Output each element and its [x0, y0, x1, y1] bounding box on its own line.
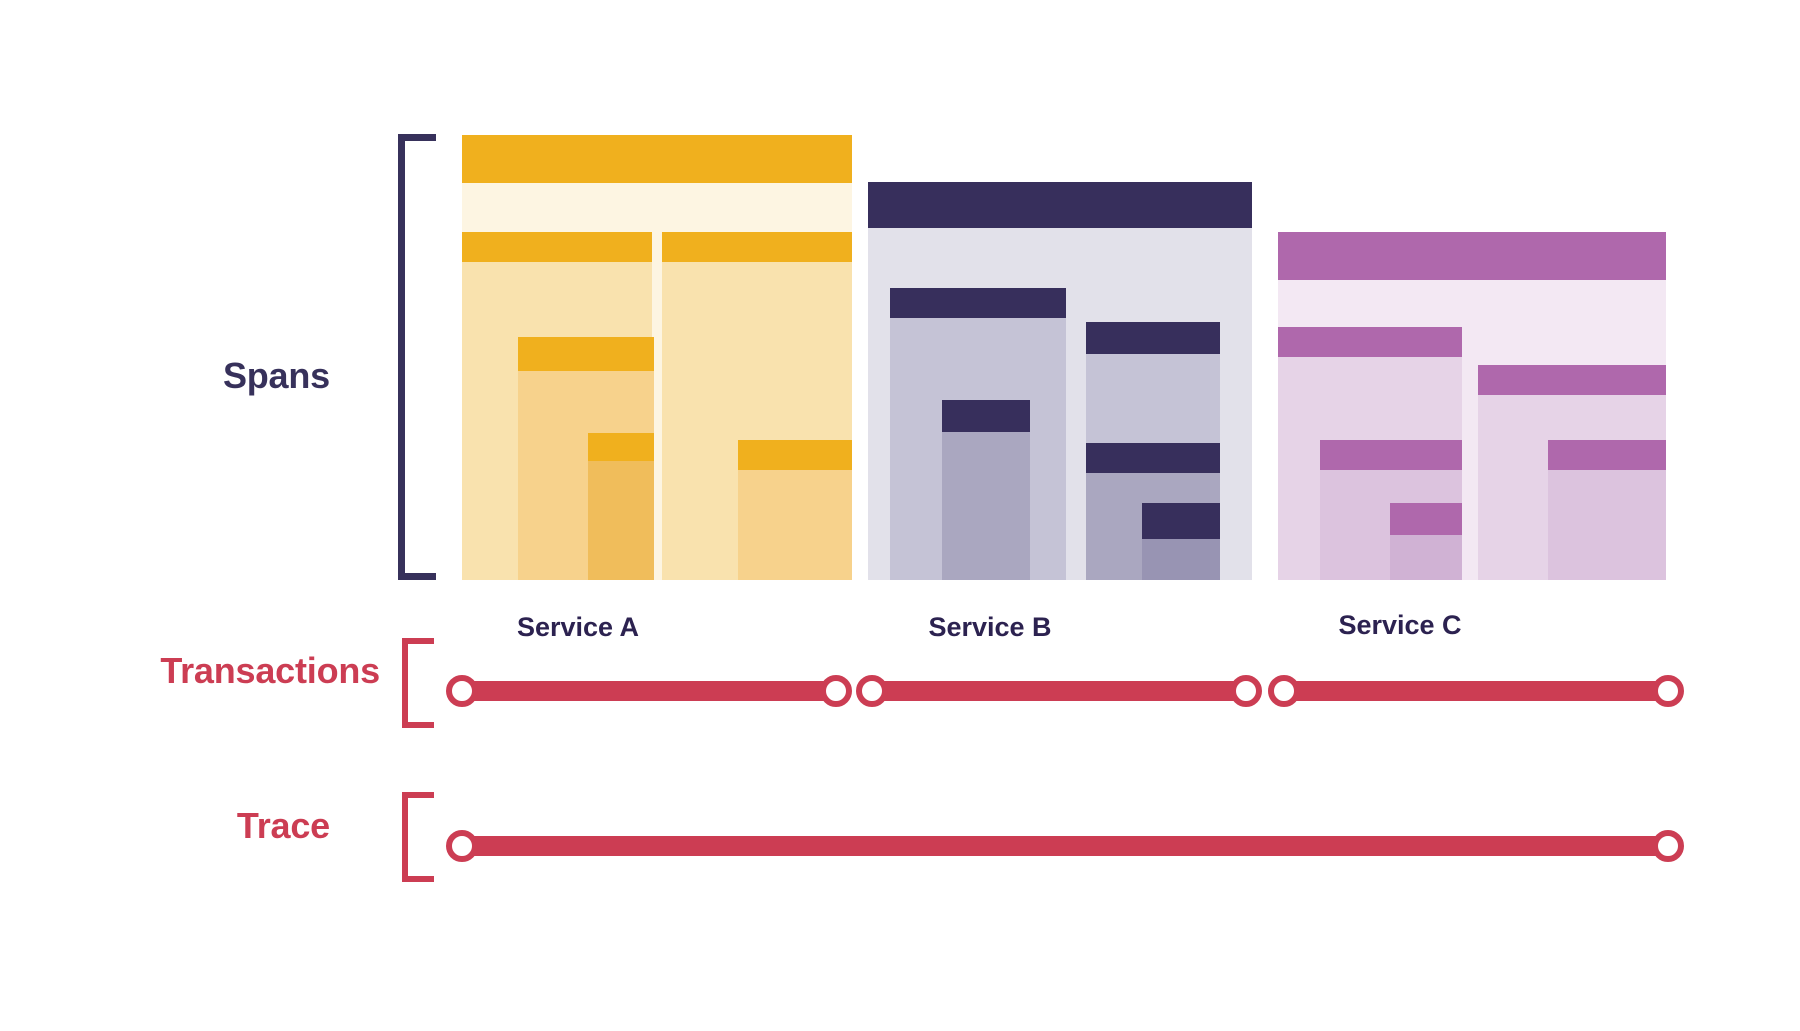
- span-header: [1278, 232, 1666, 280]
- spans-area: [462, 135, 1666, 580]
- span-header: [890, 288, 1066, 318]
- span-body: [1390, 535, 1462, 580]
- service-caption-c: Service C: [1338, 610, 1462, 640]
- service-caption-b: Service B: [928, 612, 1052, 642]
- transaction-rail-a[interactable]: [460, 681, 840, 701]
- transactions-bracket: [402, 638, 434, 728]
- span-bar[interactable]: [1548, 440, 1666, 580]
- span-bar[interactable]: [588, 433, 654, 580]
- span-bar[interactable]: [1390, 503, 1462, 580]
- transaction-rail-b[interactable]: [870, 681, 1250, 701]
- trace-bracket: [402, 792, 434, 882]
- span-header: [1142, 503, 1220, 539]
- trace-node-end[interactable]: [1652, 830, 1684, 862]
- span-header: [588, 433, 654, 461]
- trace-rail[interactable]: [460, 836, 1672, 856]
- transaction-node-b-start[interactable]: [856, 675, 888, 707]
- transaction-node-a-start[interactable]: [446, 675, 478, 707]
- span-body: [1548, 470, 1666, 580]
- span-header: [1548, 440, 1666, 470]
- span-header: [942, 400, 1030, 432]
- trace-node-start[interactable]: [446, 830, 478, 862]
- span-header: [868, 182, 1252, 228]
- row-label-trace: Trace: [236, 805, 330, 846]
- span-header: [518, 337, 654, 371]
- span-body: [942, 432, 1030, 580]
- row-label-transactions: Transactions: [160, 650, 380, 691]
- span-bar[interactable]: [738, 440, 852, 580]
- span-header: [1086, 443, 1220, 473]
- span-body: [1142, 539, 1220, 580]
- span-header: [1320, 440, 1462, 470]
- span-header: [462, 135, 852, 183]
- span-header: [1478, 365, 1666, 395]
- span-body: [738, 470, 852, 580]
- row-label-spans: Spans: [222, 355, 330, 396]
- transaction-rail-c[interactable]: [1282, 681, 1672, 701]
- span-header: [462, 232, 652, 262]
- span-bar[interactable]: [942, 400, 1030, 580]
- span-header: [738, 440, 852, 470]
- transaction-node-a-end[interactable]: [820, 675, 852, 707]
- span-header: [1086, 322, 1220, 354]
- transaction-node-b-end[interactable]: [1230, 675, 1262, 707]
- transaction-node-c-end[interactable]: [1652, 675, 1684, 707]
- span-bar[interactable]: [1142, 503, 1220, 580]
- span-header: [1278, 327, 1462, 357]
- service-caption-a: Service A: [516, 612, 640, 642]
- spans-bracket: [398, 134, 436, 580]
- span-header: [1390, 503, 1462, 535]
- span-body: [588, 461, 654, 580]
- transaction-node-c-start[interactable]: [1268, 675, 1300, 707]
- span-header: [662, 232, 852, 262]
